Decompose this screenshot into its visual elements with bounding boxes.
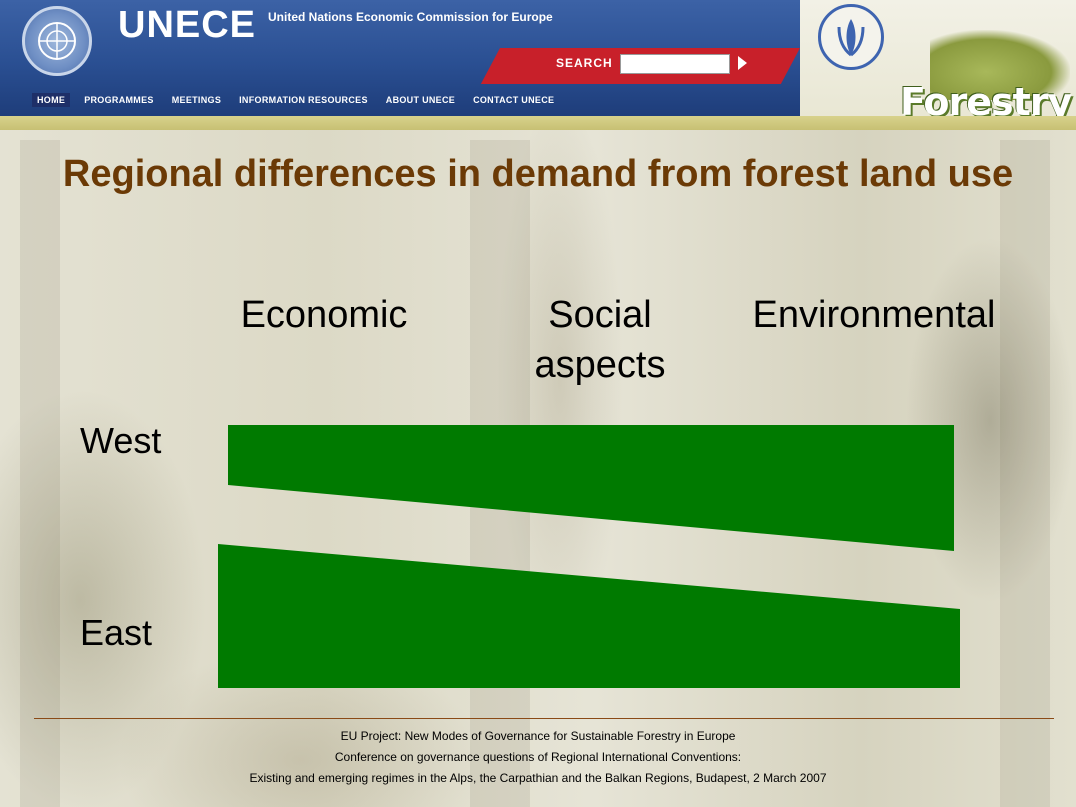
un-emblem-icon[interactable]	[22, 6, 92, 76]
header-divider	[0, 116, 1076, 130]
column-header-environmental: Environmental	[752, 294, 996, 336]
nav-programmes[interactable]: PROGRAMMES	[84, 95, 154, 105]
brand-name[interactable]: UNECE	[118, 4, 257, 46]
nav-about-unece[interactable]: ABOUT UNECE	[385, 95, 456, 105]
east-demand-wedge	[218, 544, 960, 688]
column-header-social: Social aspects	[534, 294, 666, 386]
footer-line-2: Conference on governance questions of Re…	[334, 750, 742, 764]
background-trunk	[20, 140, 60, 807]
forestry-tree-graphic	[930, 30, 1070, 100]
column-header-economic: Economic	[240, 294, 408, 336]
background-trunk	[1000, 140, 1050, 807]
nav-home[interactable]: HOME	[32, 93, 71, 107]
slide-title: Regional differences in demand from fore…	[62, 153, 1014, 195]
search-go-arrow-icon[interactable]	[738, 56, 747, 70]
fao-logo-icon[interactable]	[818, 4, 884, 70]
main-nav: HOME PROGRAMMES MEETINGS INFORMATION RES…	[32, 91, 572, 109]
search-label: SEARCH	[556, 56, 613, 70]
brand-tagline: United Nations Economic Commission for E…	[268, 10, 553, 24]
search-input[interactable]	[620, 54, 730, 74]
nav-contact-unece[interactable]: CONTACT UNECE	[473, 95, 555, 105]
west-demand-wedge	[228, 425, 954, 551]
footer-divider	[34, 718, 1054, 719]
slide-footer: EU Project: New Modes of Governance for …	[0, 726, 1076, 789]
unece-header: UNECE United Nations Economic Commission…	[0, 0, 1076, 130]
footer-line-1: EU Project: New Modes of Governance for …	[340, 729, 736, 743]
footer-line-3: Existing and emerging regimes in the Alp…	[249, 771, 827, 785]
row-label-west: West	[80, 420, 162, 461]
nav-information-resources[interactable]: INFORMATION RESOURCES	[239, 95, 368, 105]
nav-meetings[interactable]: MEETINGS	[171, 95, 222, 105]
row-label-east: East	[80, 612, 153, 653]
